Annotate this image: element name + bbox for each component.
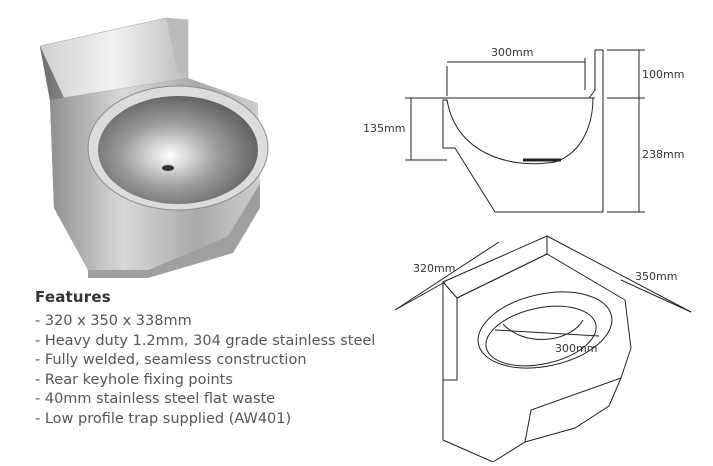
features-section: Features 320 x 350 x 338mm Heavy duty 1.… [35, 288, 455, 429]
side-profile-diagram: 300mm 100mm 135mm 238mm [363, 46, 684, 213]
iso-bowl-dimension-line [494, 329, 600, 337]
side-top-height-label: 100mm [642, 68, 684, 81]
list-item: Fully welded, seamless construction [35, 351, 455, 371]
iso-depth-dimension-line [546, 235, 692, 313]
side-body-height-label: 238mm [642, 148, 684, 161]
features-list: 320 x 350 x 338mm Heavy duty 1.2mm, 304 … [35, 312, 455, 429]
iso-width-dimension-line [394, 241, 500, 311]
side-bowl-depth-label: 135mm [363, 122, 405, 135]
list-item: Low profile trap supplied (AW401) [35, 410, 455, 430]
list-item: 320 x 350 x 338mm [35, 312, 455, 332]
iso-bowl-label: 300mm [555, 342, 597, 355]
list-item: Heavy duty 1.2mm, 304 grade stainless st… [35, 332, 455, 352]
list-item: 40mm stainless steel flat waste [35, 390, 455, 410]
features-heading: Features [35, 288, 111, 306]
iso-width-label: 320mm [413, 262, 455, 275]
list-item: Rear keyhole fixing points [35, 371, 455, 391]
product-photo [39, 17, 269, 278]
iso-depth-label: 350mm [635, 270, 677, 283]
side-width-label: 300mm [491, 46, 533, 59]
isometric-diagram: 320mm 350mm 300mm [394, 235, 692, 462]
